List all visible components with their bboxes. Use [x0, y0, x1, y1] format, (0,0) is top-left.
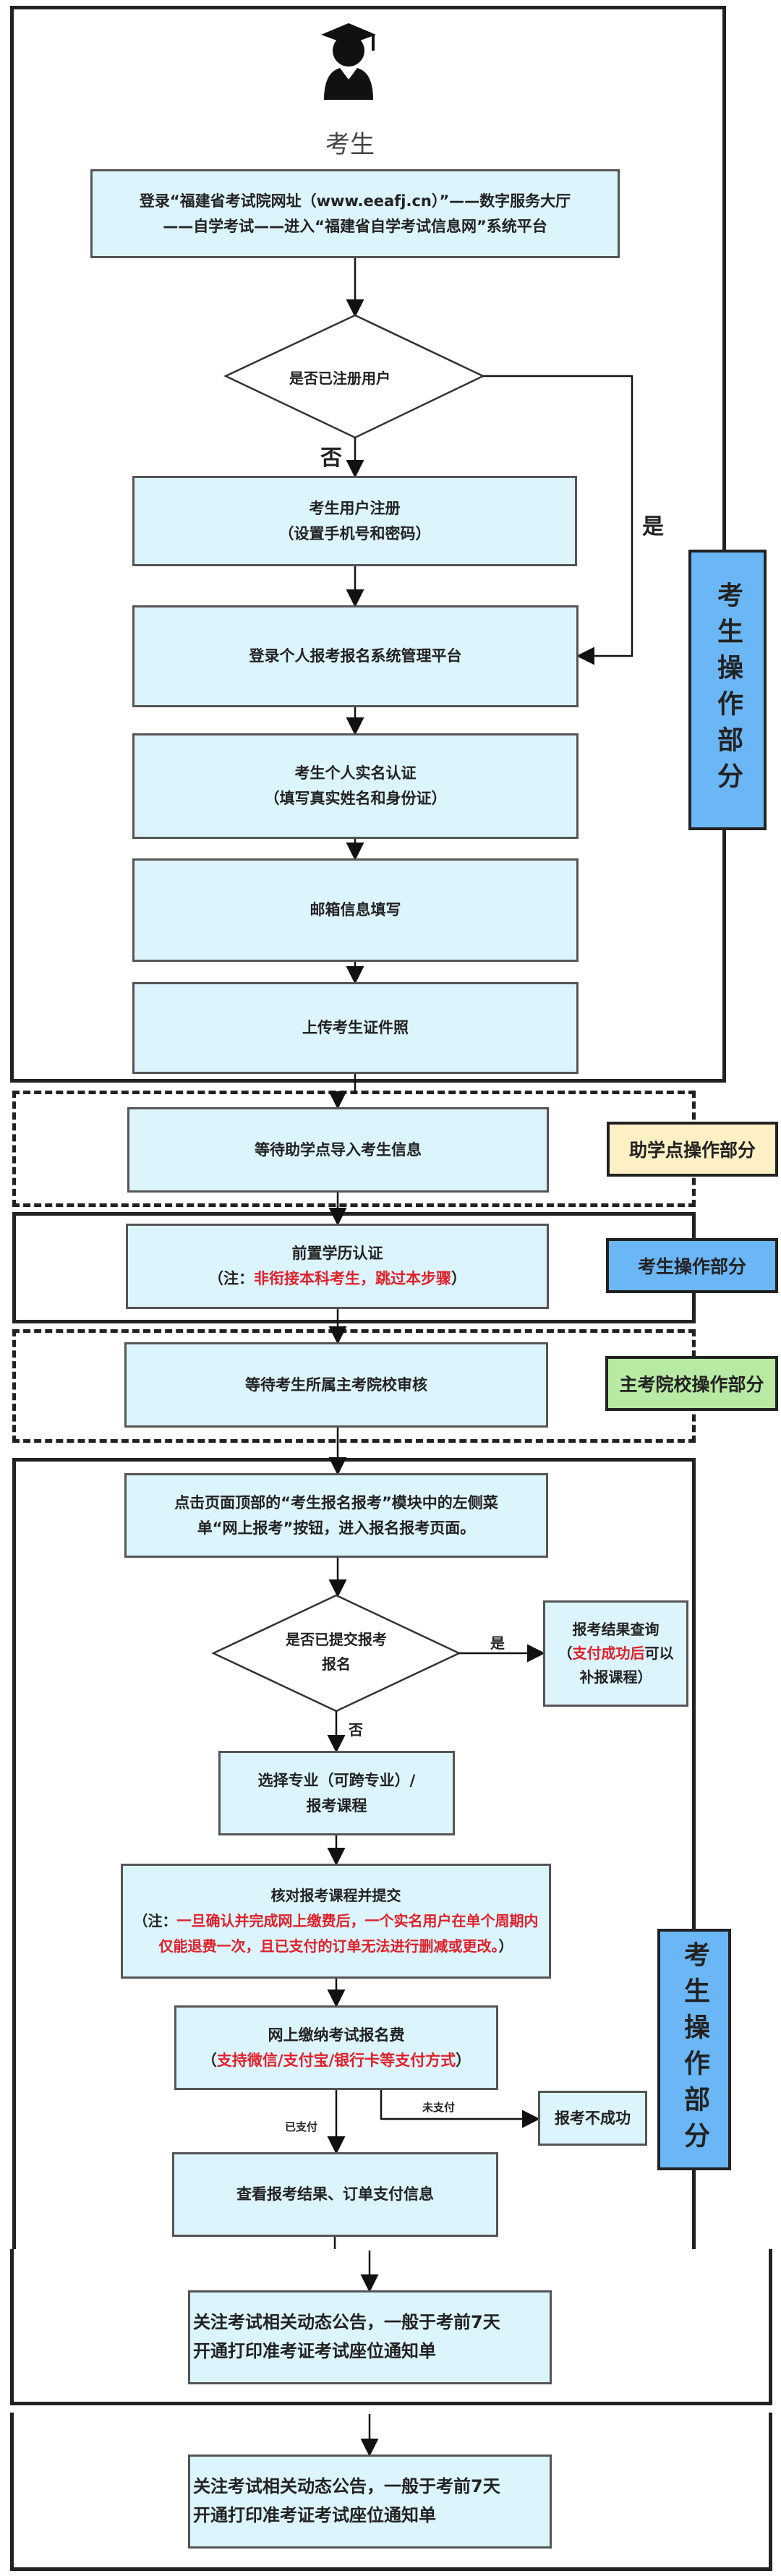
branch-paid-label: 已支付 — [285, 2120, 318, 2133]
note-suffix: ） — [451, 1270, 466, 1287]
step-login-portal: 登录“福建省考试院网址（www.eeafj.cn）”——数字服务大厅 ——自学考… — [90, 169, 620, 258]
branch-no-label: 否 — [320, 445, 342, 471]
step-pre-education: 前置学历认证 （注：非衔接本科考生，跳过本步骤） — [126, 1224, 549, 1309]
step-upload-photo: 上传考生证件照 — [132, 982, 579, 1074]
lane-label-student-3: 考生操作部分 — [657, 1929, 731, 2170]
step-register: 考生用户注册 （设置手机号和密码） — [132, 476, 577, 566]
step-text: 前置学历认证 — [291, 1245, 383, 1263]
step-text: 关注考试相关动态公告，一般于考前7天 — [193, 2312, 500, 2333]
branch-no-label-2: 否 — [349, 1721, 363, 1739]
step-note: （支持微信/支付宝/银行卡等支付方式） — [202, 2048, 471, 2073]
lane-label-school: 主考院校操作部分 — [605, 1356, 778, 1411]
step-text: （设置手机号和密码） — [278, 524, 431, 542]
lane-label-assist: 助学点操作部分 — [607, 1122, 778, 1177]
note-suffix: ） — [498, 1937, 513, 1955]
actor-label: 考生 — [325, 130, 375, 159]
step-text: ——自学考试——进入“福建省自学考试信息网”系统平台 — [163, 217, 547, 235]
step-realname: 考生个人实名认证 （填写真实姓名和身份证） — [132, 733, 579, 839]
note-suffix: ） — [456, 2051, 471, 2069]
note-prefix: （注： — [133, 1912, 177, 1929]
decision-text: 报名 — [322, 1655, 351, 1673]
step-text: 网上缴纳考试报名费 — [268, 2026, 405, 2044]
step-verify-submit: 核对报考课程并提交 （注：一旦确认并完成网上缴费后，一个实名用户在单个周期内仅能… — [121, 1864, 551, 1979]
note-warning: 支付成功后 — [572, 1645, 645, 1662]
step-text: 单“网上报考”按钮，进入报名报考页面。 — [197, 1519, 476, 1537]
step-click-menu: 点击页面顶部的“考生报名报考”模块中的左侧菜 单“网上报考”按钮，进入报名报考页… — [124, 1473, 548, 1558]
decision-text: 是否已提交报考 — [286, 1631, 387, 1648]
step-text: 考生用户注册 — [309, 499, 401, 517]
decision-registered-label: 是否已注册用户 — [289, 370, 390, 387]
step-text: 考生个人实名认证 — [294, 764, 417, 782]
note-prefix: （ — [558, 1645, 573, 1662]
step-note: （注：一旦确认并完成网上缴费后，一个实名用户在单个周期内仅能退费一次，且已支付的… — [130, 1908, 542, 1959]
step-wait-review: 等待考生所属主考院校审核 — [124, 1342, 548, 1428]
step-text: 报考课程 — [306, 1796, 367, 1814]
step-text: （填写真实姓名和身份证） — [264, 790, 447, 807]
lane-label-student-2: 考生操作部分 — [606, 1238, 778, 1293]
step-notice-1: 关注考试相关动态公告，一般于考前7天 开通打印准考证考试座位通知单 — [188, 2290, 552, 2384]
step-email: 邮箱信息填写 — [132, 858, 579, 962]
section-frame-notice-2 — [10, 2413, 772, 2571]
step-wait-import: 等待助学点导入考生信息 — [127, 1107, 549, 1193]
branch-yes-label-2: 是 — [490, 1634, 505, 1652]
branch-unpaid-label: 未支付 — [422, 2101, 456, 2114]
step-text: 关注考试相关动态公告，一般于考前7天 — [193, 2476, 500, 2497]
note-prefix: （ — [201, 2051, 217, 2069]
note-warning: 非衔接本科考生，跳过本步骤 — [254, 1270, 451, 1287]
step-view-result: 查看报考结果、订单支付信息 — [172, 2152, 498, 2237]
step-text: 报考结果查询 — [572, 1621, 660, 1638]
step-query-result: 报考结果查询 （支付成功后可以补报课程） — [543, 1600, 688, 1707]
step-notice-2: 关注考试相关动态公告，一般于考前7天 开通打印准考证考试座位通知单 — [188, 2455, 552, 2549]
step-text: 点击页面顶部的“考生报名报考”模块中的左侧菜 — [174, 1493, 498, 1511]
note-prefix: （注： — [208, 1270, 254, 1287]
decision-submitted-label: 是否已提交报考 报名 — [268, 1627, 405, 1676]
step-text: 登录“福建省考试院网址（www.eeafj.cn）”——数字服务大厅 — [139, 192, 571, 210]
lane-frame-student-3 — [12, 1458, 696, 2261]
note-warning: 支持微信/支付宝/银行卡等支付方式 — [216, 2051, 456, 2069]
lane-frame-student-1 — [10, 6, 726, 1083]
step-text: 开通打印准考证考试座位通知单 — [193, 2341, 436, 2361]
step-pay-fee: 网上缴纳考试报名费 （支持微信/支付宝/银行卡等支付方式） — [174, 2005, 498, 2090]
note-warning: 一旦确认并完成网上缴费后，一个实名用户在单个周期内仅能退费一次，且已支付的订单无… — [158, 1912, 539, 1955]
graduate-student-icon — [318, 22, 379, 101]
step-choose-major: 选择专业（可跨专业）/ 报考课程 — [218, 1751, 455, 1835]
branch-yes-label: 是 — [642, 514, 664, 539]
step-fail: 报考不成功 — [538, 2091, 647, 2146]
step-login-platform: 登录个人报考报名系统管理平台 — [132, 605, 579, 707]
step-text: 核对报考课程并提交 — [270, 1887, 401, 1904]
step-text: 开通打印准考证考试座位通知单 — [193, 2505, 436, 2525]
lane-label-student-1: 考生操作部分 — [688, 550, 767, 830]
note-suffix: 可以补报课程） — [579, 1645, 674, 1686]
step-note: （支付成功后可以补报课程） — [552, 1642, 679, 1689]
step-note: （注：非衔接本科考生，跳过本步骤） — [208, 1266, 466, 1292]
step-text: 选择专业（可跨专业）/ — [257, 1771, 416, 1789]
